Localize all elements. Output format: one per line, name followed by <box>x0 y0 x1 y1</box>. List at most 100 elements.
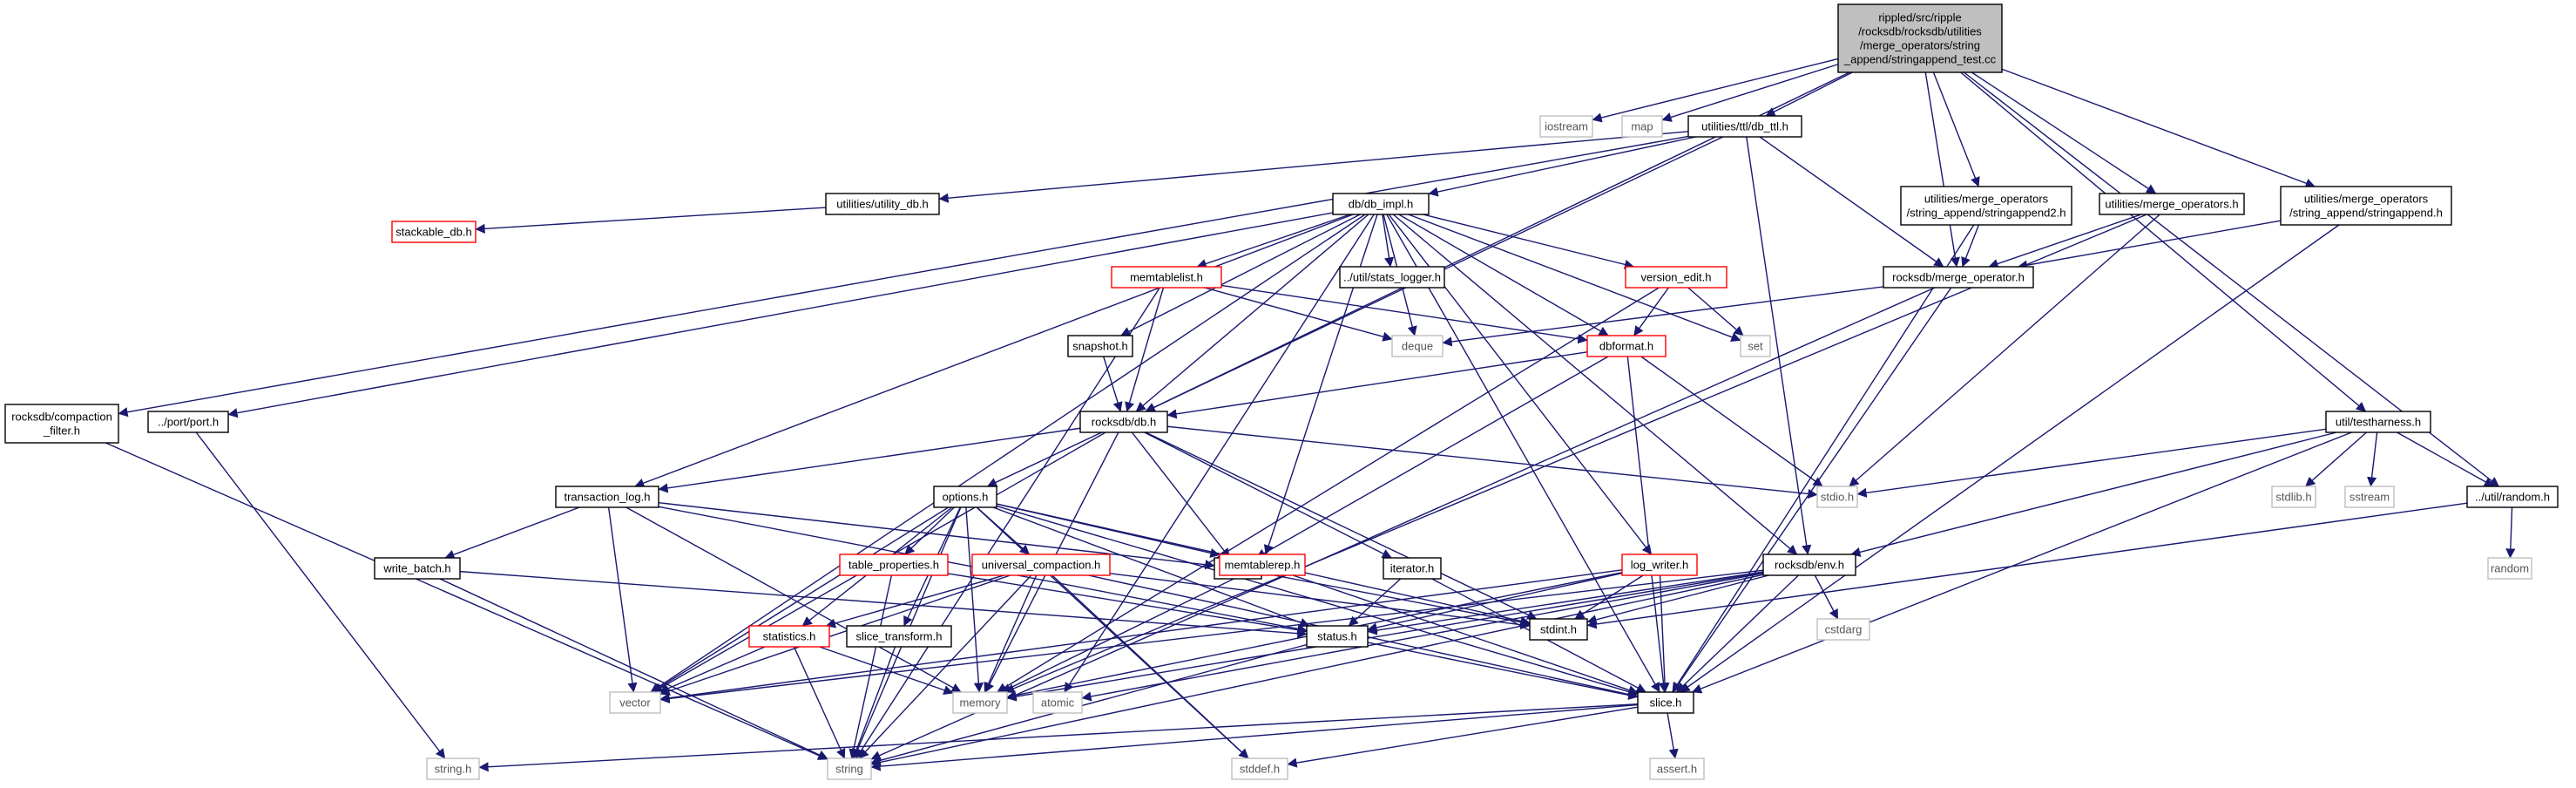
edge-slice_transform-to-string <box>851 646 896 759</box>
edge-env-to-vector <box>659 569 1764 703</box>
node-merge_operators_h[interactable]: utilities/merge_operators.h <box>2099 193 2245 215</box>
edge-db_impl-to-memtablerep <box>1263 214 1378 555</box>
node-label-slice: slice.h <box>1650 696 1682 709</box>
edge-version_edit-to-dbformat <box>1633 287 1669 336</box>
edge-root-to-db_ttl <box>1765 71 1853 117</box>
node-table_properties[interactable]: table_properties.h <box>839 554 949 576</box>
node-label-vector: vector <box>619 696 651 709</box>
node-label-options: options.h <box>943 490 989 503</box>
edge-merge_operators_h-to-memory <box>1004 214 2147 694</box>
node-dbformat[interactable]: dbformat.h <box>1586 335 1667 357</box>
node-stats_logger[interactable]: ../util/stats_logger.h <box>1339 266 1445 289</box>
node-compaction_filter[interactable]: rocksdb/compaction_filter.h <box>4 404 119 444</box>
edge-port-to-string_h <box>195 431 446 759</box>
node-universal_compaction[interactable]: universal_compaction.h <box>971 554 1111 576</box>
node-db_ttl[interactable]: utilities/ttl/db_ttl.h <box>1687 115 1802 138</box>
edge-db_ttl-to-env <box>1746 136 1812 555</box>
edge-universal_compaction-to-stddef <box>1051 574 1249 759</box>
node-rocksdb_db[interactable]: rocksdb/db.h <box>1079 411 1168 433</box>
edge-env-to-atomic <box>1081 573 1764 702</box>
edge-universal_compaction-to-vector <box>659 574 1011 696</box>
node-options[interactable]: options.h <box>933 486 997 508</box>
node-box-statistics <box>748 625 830 648</box>
node-db_impl[interactable]: db/db_impl.h <box>1332 193 1430 215</box>
node-statistics[interactable]: statistics.h <box>748 625 830 648</box>
node-stringappend[interactable]: utilities/merge_operators/string_append/… <box>2280 186 2452 226</box>
node-label-dbformat: dbformat.h <box>1599 339 1653 352</box>
node-box-assert <box>1649 757 1705 780</box>
node-log_writer[interactable]: log_writer.h <box>1621 554 1698 576</box>
edge-stringappend-to-merge_operator <box>2017 220 2282 270</box>
node-stringappend2[interactable]: utilities/merge_operators/string_append/… <box>1900 186 2072 226</box>
edge-transaction_log-to-memory <box>625 506 962 693</box>
node-map: map <box>1621 115 1663 138</box>
node-box-root <box>1837 3 2003 73</box>
node-memtablelist[interactable]: memtablelist.h <box>1111 266 1222 289</box>
node-snapshot[interactable]: snapshot.h <box>1067 335 1133 357</box>
node-box-memtablelist <box>1111 266 1222 289</box>
node-random_h[interactable]: ../util/random.h <box>2466 486 2559 508</box>
node-stddef: stddef.h <box>1231 757 1288 780</box>
node-label-stringappend: /string_append/stringappend.h <box>2289 206 2443 219</box>
node-slice[interactable]: slice.h <box>1637 691 1694 714</box>
node-vector: vector <box>609 691 661 714</box>
node-label-merge_operator: rocksdb/merge_operator.h <box>1892 270 2025 283</box>
node-label-root: _append/stringappend_test.cc <box>1843 52 1997 65</box>
node-label-log_writer: log_writer.h <box>1631 558 1688 571</box>
node-box-status <box>1306 625 1369 648</box>
node-box-string_h <box>426 757 480 780</box>
edge-db_impl-to-atomic <box>1064 214 1375 693</box>
edge-universal_compaction-to-statistics <box>825 574 1004 628</box>
edge-db_impl-to-stats_logger <box>1382 214 1395 268</box>
node-box-testharness <box>2325 411 2431 433</box>
node-label-root: /rocksdb/rocksdb/utilities <box>1858 24 1982 37</box>
node-slice_transform[interactable]: slice_transform.h <box>846 625 952 648</box>
edge-transaction_log-to-types <box>658 501 1215 570</box>
node-deque: deque <box>1391 335 1444 357</box>
node-label-memtablelist: memtablelist.h <box>1130 270 1203 283</box>
node-box-stdio <box>1816 486 1858 508</box>
edge-log_writer-to-slice <box>1659 574 1670 693</box>
node-box-slice_transform <box>846 625 952 648</box>
edge-env-to-stdint <box>1586 574 1769 625</box>
node-box-map <box>1621 115 1663 138</box>
edge-statistics-to-vector <box>659 646 766 693</box>
node-random: random <box>2487 557 2532 580</box>
node-version_edit[interactable]: version_edit.h <box>1625 266 1727 289</box>
node-iterator[interactable]: iterator.h <box>1383 557 1442 580</box>
node-box-stddef <box>1231 757 1288 780</box>
edge-transaction_log-to-vector <box>607 506 638 693</box>
edge-db_impl-to-set <box>1408 214 1741 343</box>
edge-root-to-stringappend2 <box>1932 71 1980 187</box>
node-env[interactable]: rocksdb/env.h <box>1762 554 1856 576</box>
node-box-iterator <box>1383 557 1442 580</box>
node-label-version_edit: version_edit.h <box>1641 270 1712 283</box>
node-root[interactable]: rippled/src/ripple/rocksdb/rocksdb/utili… <box>1837 3 2003 73</box>
node-atomic: atomic <box>1032 691 1083 714</box>
edge-universal_compaction-to-memory <box>984 574 1038 693</box>
node-transaction_log[interactable]: transaction_log.h <box>555 486 659 508</box>
node-utility_db[interactable]: utilities/utility_db.h <box>825 193 940 215</box>
node-label-slice_transform: slice_transform.h <box>856 629 943 642</box>
node-stackable_db[interactable]: stackable_db.h <box>391 221 477 243</box>
edge-env-to-memory <box>1006 572 1764 702</box>
node-testharness[interactable]: util/testharness.h <box>2325 411 2431 433</box>
node-merge_operator[interactable]: rocksdb/merge_operator.h <box>1883 266 2034 289</box>
node-box-db_ttl <box>1687 115 1802 138</box>
node-status[interactable]: status.h <box>1306 625 1369 648</box>
edge-rocksdb_db-to-iterator <box>1144 431 1392 559</box>
node-box-random <box>2487 557 2532 580</box>
edge-env-to-slice <box>1676 574 1799 693</box>
node-stdint[interactable]: stdint.h <box>1529 618 1588 641</box>
node-memtablerep[interactable]: memtablerep.h <box>1219 554 1306 576</box>
node-port[interactable]: ../port/port.h <box>147 411 229 433</box>
node-box-version_edit <box>1625 266 1727 289</box>
node-write_batch[interactable]: write_batch.h <box>374 557 461 580</box>
edge-slice-to-assert <box>1667 712 1679 759</box>
node-memory: memory <box>952 691 1008 714</box>
edge-memtablelist-to-deque <box>1204 287 1393 342</box>
edge-rocksdb_db-to-types <box>1131 431 1231 559</box>
edge-options-to-table_properties <box>904 506 955 555</box>
edge-stringappend-to-slice <box>1680 224 2340 693</box>
edge-testharness-to-env <box>1850 431 2337 557</box>
